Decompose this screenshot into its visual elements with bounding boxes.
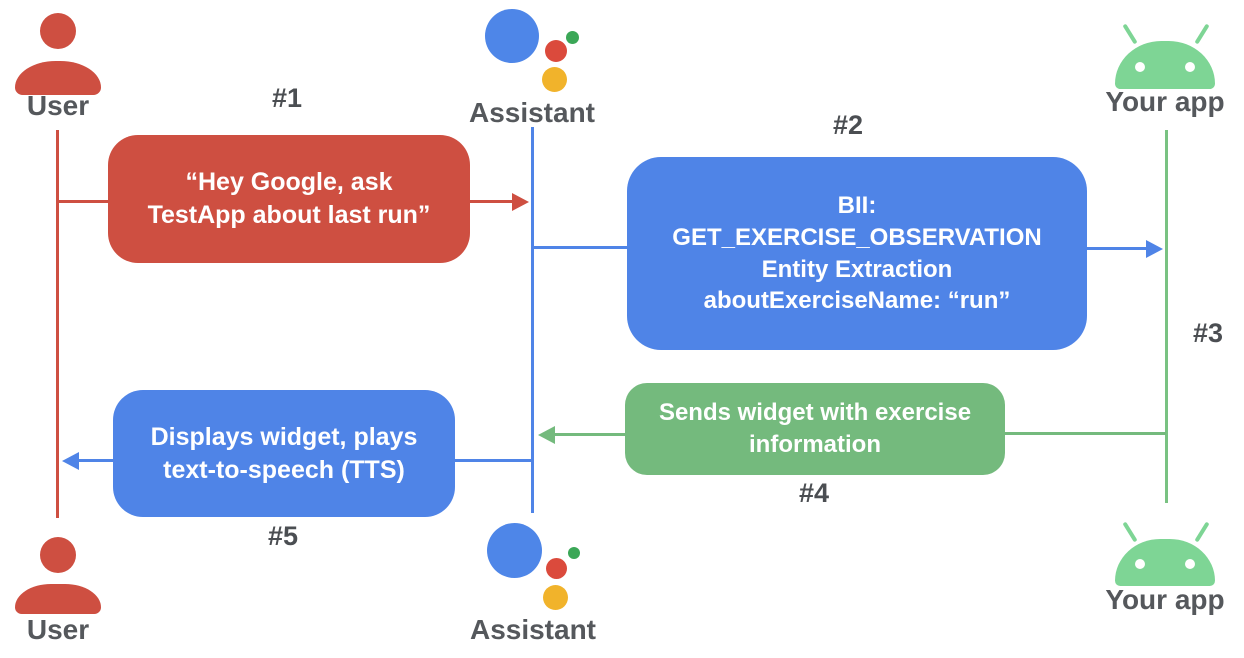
- app-label-bottom: Your app: [1105, 584, 1225, 615]
- user-icon-head: [40, 13, 76, 49]
- android-eye-left: [1135, 62, 1145, 72]
- user-icon-body: [15, 61, 101, 95]
- android-eye-right: [1185, 559, 1195, 569]
- assistant-lifeline: [531, 127, 534, 513]
- message-2-text-line1: BII:: [837, 192, 877, 220]
- step-2-label: #2: [832, 110, 864, 140]
- message-4-line-right: [1005, 432, 1166, 435]
- assistant-icon-blue-dot: [485, 9, 539, 63]
- assistant-icon-yellow-dot: [543, 585, 568, 610]
- user-label-top: User: [26, 90, 90, 121]
- message-4-text-line1: Sends widget with exercise: [658, 399, 972, 427]
- android-antenna-left: [1122, 23, 1138, 45]
- assistant-icon-blue-dot: [487, 523, 542, 578]
- step-4-label: #4: [798, 478, 830, 508]
- android-eye-right: [1185, 62, 1195, 72]
- message-5-text-line1: Displays widget, plays: [150, 422, 418, 451]
- user-lifeline: [56, 130, 59, 518]
- android-antenna-right: [1194, 521, 1210, 543]
- message-4-text-line2: information: [749, 431, 881, 458]
- message-box-1: “Hey Google, ask TestApp about last run”: [108, 135, 470, 263]
- assistant-icon-green-dot: [566, 31, 579, 44]
- message-4-arrowhead-icon: [538, 426, 555, 444]
- assistant-label-top: Assistant: [468, 97, 596, 128]
- android-antenna-right: [1194, 23, 1210, 45]
- user-label-bottom: User: [26, 614, 90, 645]
- message-1-line-left: [58, 200, 108, 203]
- message-box-4: Sends widget with exercise information: [625, 383, 1005, 475]
- message-5-line-right: [455, 459, 532, 462]
- android-head: [1115, 41, 1215, 89]
- message-2-text-line2: GET_EXERCISE_OBSERVATION: [672, 223, 1042, 251]
- message-2-text-line4: aboutExerciseName: “run”: [703, 287, 1011, 315]
- message-2-text-line3: Entity Extraction: [761, 255, 953, 283]
- message-5-line-left: [79, 459, 113, 462]
- android-antenna-left: [1122, 521, 1138, 543]
- message-2-arrowhead-icon: [1146, 240, 1163, 258]
- message-5-text-line2: text-to-speech (TTS): [163, 455, 405, 484]
- step-3-label: #3: [1192, 318, 1224, 348]
- message-1-text-line1: “Hey Google, ask: [185, 168, 393, 196]
- message-1-arrowhead-icon: [512, 193, 529, 211]
- message-4-line-left: [554, 433, 625, 436]
- android-eye-left: [1135, 559, 1145, 569]
- android-head: [1115, 539, 1215, 586]
- step-5-label: #5: [267, 521, 299, 551]
- app-label-top: Your app: [1105, 86, 1225, 117]
- step-1-label: #1: [271, 83, 303, 113]
- assistant-icon-yellow-dot: [542, 67, 567, 92]
- assistant-label-bottom: Assistant: [469, 614, 597, 645]
- message-1-line-right: [470, 200, 514, 203]
- message-1-text-line2: TestApp about last run”: [147, 201, 431, 229]
- message-2-line-right: [1087, 247, 1147, 250]
- message-box-2: BII: GET_EXERCISE_OBSERVATION Entity Ext…: [627, 157, 1087, 350]
- assistant-icon-green-dot: [568, 547, 580, 559]
- app-lifeline: [1165, 130, 1168, 503]
- message-2-line-left: [534, 246, 627, 249]
- message-box-5: Displays widget, plays text-to-speech (T…: [113, 390, 455, 517]
- assistant-icon-red-dot: [545, 40, 567, 62]
- assistant-icon-red-dot: [546, 558, 567, 579]
- user-icon-body: [15, 584, 101, 614]
- message-5-arrowhead-icon: [62, 452, 79, 470]
- user-icon-head: [40, 537, 76, 573]
